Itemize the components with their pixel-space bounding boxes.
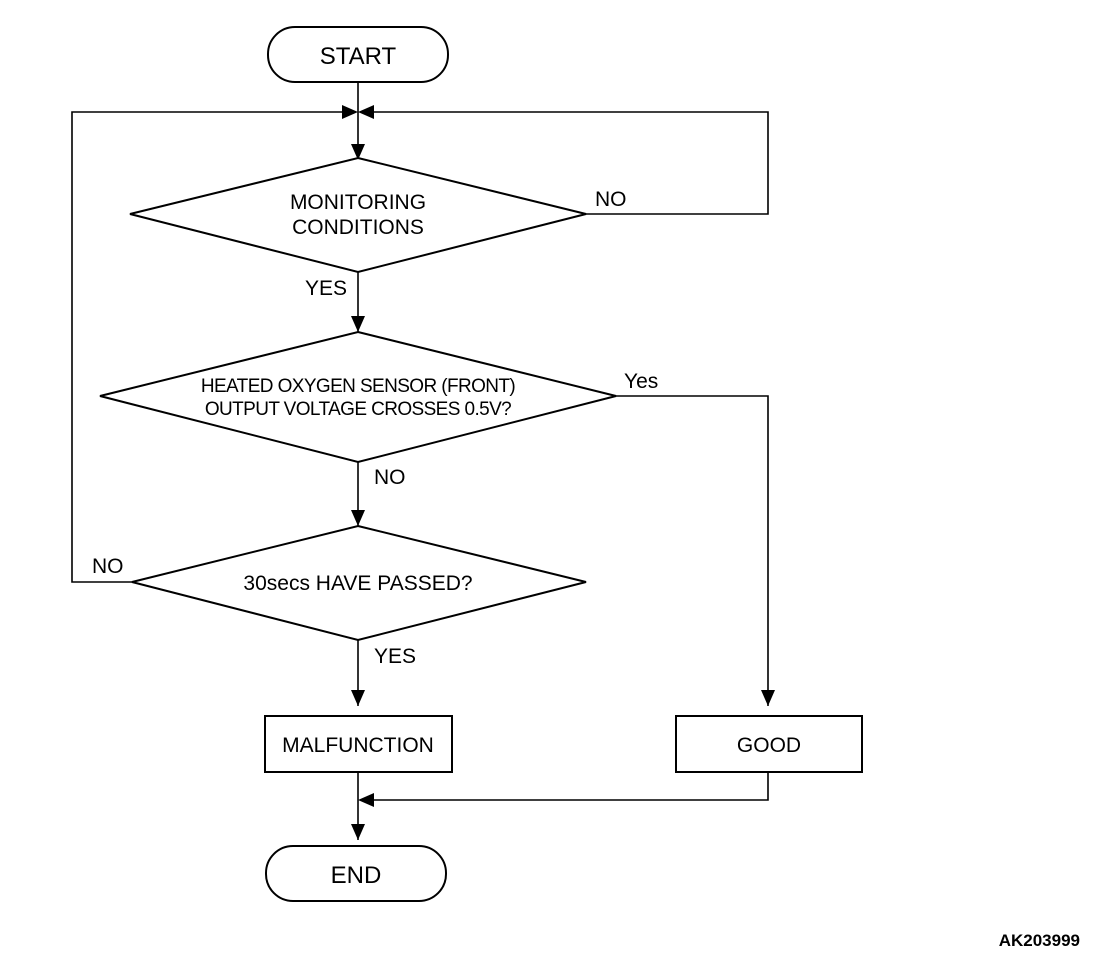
node-sensor: HEATED OXYGEN SENSOR (FRONT) OUTPUT VOLT… — [99, 330, 617, 464]
connector-good-to-end — [372, 772, 769, 801]
arrow-into-good — [761, 690, 775, 706]
start-label: START — [320, 43, 397, 70]
node-start: START — [267, 26, 449, 83]
timer-label: 30secs HAVE PASSED? — [243, 572, 472, 595]
node-malfunction: MALFUNCTION — [264, 715, 453, 773]
node-end: END — [265, 845, 447, 902]
arrow-good-merge — [358, 793, 374, 807]
arrow-into-malfunction — [351, 690, 365, 706]
arrow-loop-right-merge — [358, 105, 374, 119]
malfunction-label: MALFUNCTION — [282, 734, 434, 757]
arrow-into-end — [351, 824, 365, 840]
sensor-no-label: NO — [374, 466, 406, 489]
connector-timer-no-loop — [71, 111, 346, 583]
end-terminal — [265, 845, 447, 902]
malfunction-box — [264, 715, 453, 773]
arrow-into-timer — [351, 510, 365, 526]
sensor-diamond — [99, 330, 617, 464]
good-box — [675, 715, 863, 773]
connector-sensor-yes-to-good — [616, 395, 769, 706]
figure-code: AK203999 — [999, 931, 1080, 950]
monitoring-yes-label: YES — [305, 277, 347, 300]
node-good: GOOD — [675, 715, 863, 773]
timer-yes-label: YES — [374, 645, 416, 668]
node-monitoring: MONITORING CONDITIONS — [129, 156, 587, 274]
good-label: GOOD — [737, 734, 801, 757]
monitoring-label-line1: MONITORING — [290, 191, 426, 214]
timer-diamond — [131, 524, 587, 642]
monitoring-no-label: NO — [595, 188, 627, 211]
branch-labels: NO YES Yes NO NO YES — [92, 188, 658, 668]
arrow-into-monitoring — [351, 144, 365, 160]
start-terminal — [267, 26, 449, 83]
monitoring-diamond — [129, 156, 587, 274]
sensor-label-line2: OUTPUT VOLTAGE CROSSES 0.5V? — [205, 399, 511, 420]
arrowheads — [342, 105, 775, 840]
connectors — [71, 82, 769, 840]
arrow-loop-left-merge — [342, 105, 358, 119]
arrow-into-sensor — [351, 316, 365, 332]
node-timer: 30secs HAVE PASSED? — [131, 524, 587, 642]
sensor-yes-label: Yes — [624, 370, 658, 393]
sensor-label-line1: HEATED OXYGEN SENSOR (FRONT) — [201, 376, 516, 397]
connector-monitoring-no-loop — [370, 111, 769, 215]
timer-no-label: NO — [92, 555, 124, 578]
end-label: END — [331, 862, 382, 889]
monitoring-label-line2: CONDITIONS — [292, 216, 424, 239]
